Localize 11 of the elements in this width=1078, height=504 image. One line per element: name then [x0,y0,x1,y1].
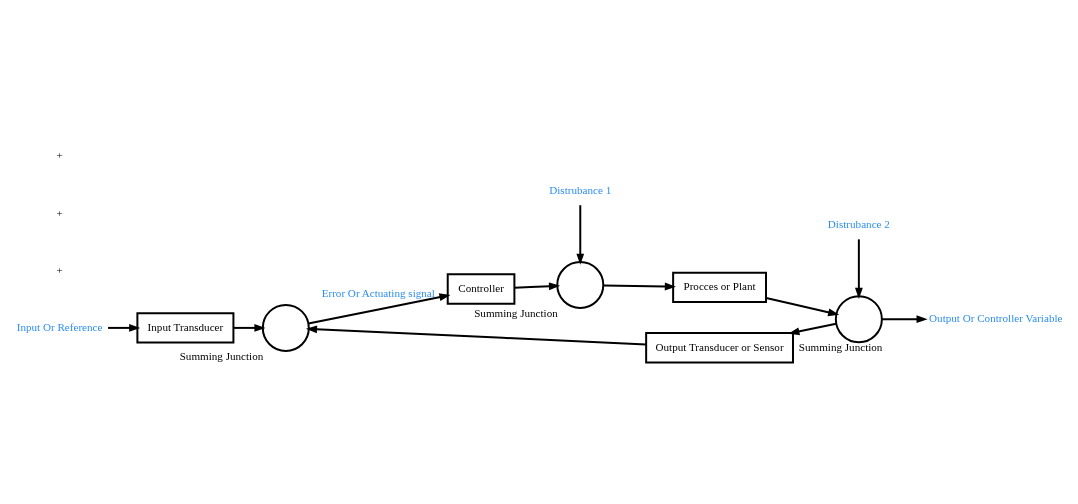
node-text: Output Or Controller Variable [929,311,1063,324]
node-text: Distrubance 1 [549,183,612,196]
node-label: Summing Junction [798,340,883,353]
edge-label: Error Or Actuating signal [321,286,435,299]
node-label: Summing Junction [474,306,558,319]
node-label: Summing Junction [179,349,264,362]
node-text: Input Or Reference [16,320,103,333]
label: + [56,148,63,161]
label: + [56,206,63,219]
node-text: Distrubance 2 [827,217,890,230]
label: + [56,263,63,276]
